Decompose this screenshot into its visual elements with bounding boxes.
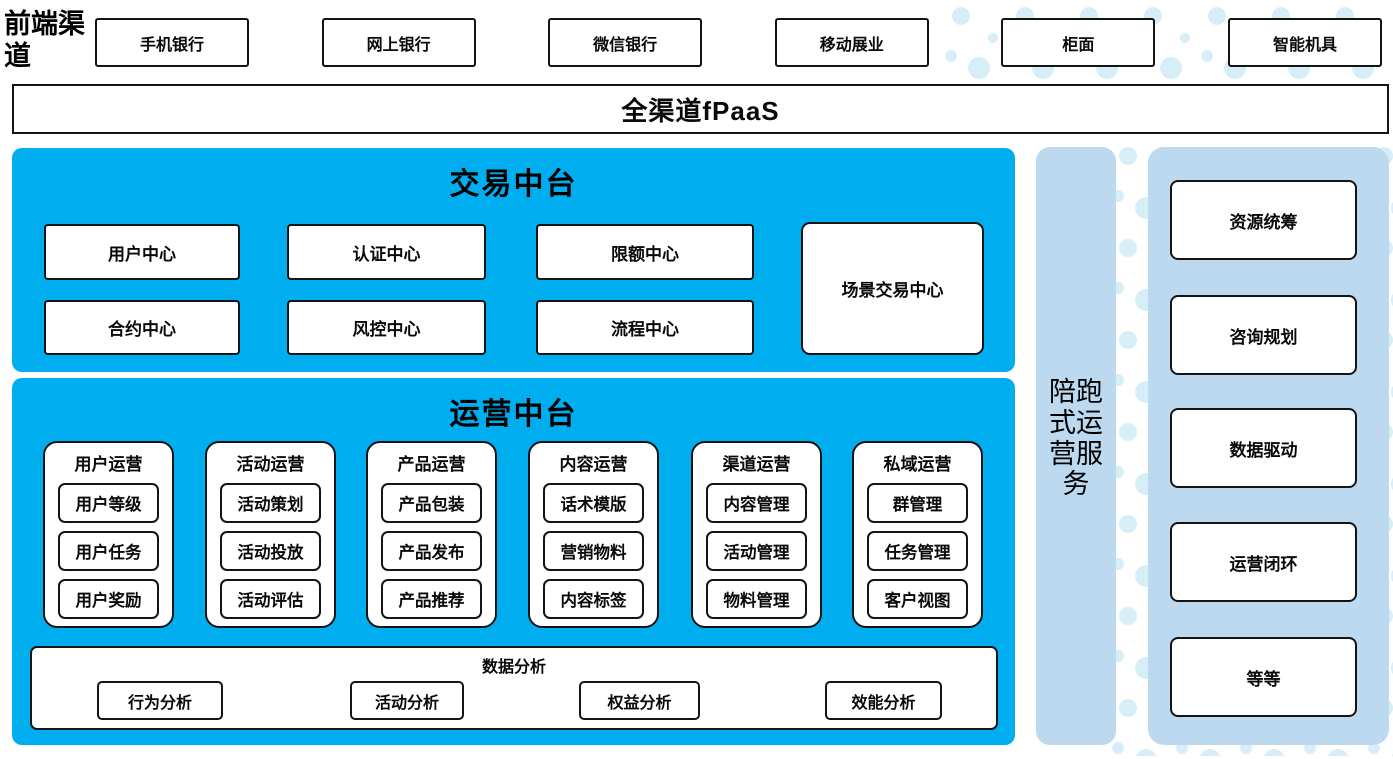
- center-box-limit: 限额中心: [536, 224, 754, 280]
- ops-group-title: 内容运营: [559, 455, 628, 474]
- trade-platform-title: 交易中台: [449, 168, 578, 201]
- ops-group-title: 活动运营: [236, 455, 305, 474]
- center-box-auth: 认证中心: [287, 224, 486, 280]
- fpaas-bar: 全渠道fPaaS: [12, 84, 1389, 134]
- center-box-risk: 风控中心: [287, 300, 486, 355]
- side-service-column: 陪跑式运营服务: [1036, 147, 1116, 745]
- right-service-panel: 资源统筹 咨询规划 数据驱动 运营闭环 等等: [1148, 147, 1389, 745]
- channel-box-wechat-banking: 微信银行: [548, 18, 703, 67]
- ops-group-channel: 渠道运营 内容管理 活动管理 物料管理: [691, 441, 822, 628]
- ops-group-content: 内容运营 话术模版 营销物料 内容标签: [528, 441, 659, 628]
- channel-box-online-banking: 网上银行: [321, 18, 476, 67]
- frontend-channels-label: 前端渠道: [4, 9, 85, 72]
- ops-group-title: 私域运营: [883, 455, 952, 474]
- service-box-etc: 等等: [1170, 637, 1357, 717]
- ops-item: 用户任务: [58, 531, 159, 571]
- analysis-box-behavior: 行为分析: [97, 681, 223, 720]
- ops-item: 话术模版: [543, 483, 644, 523]
- center-box-contract: 合约中心: [44, 300, 240, 355]
- analysis-box-activity: 活动分析: [350, 681, 464, 720]
- ops-group-user: 用户运营 用户等级 用户任务 用户奖励: [43, 441, 174, 628]
- analysis-box-rights: 权益分析: [579, 681, 700, 720]
- ops-item: 物料管理: [706, 579, 807, 619]
- ops-item: 用户等级: [58, 483, 159, 523]
- channel-box-mobile-marketing: 移动展业: [774, 18, 929, 67]
- ops-item: 产品推荐: [381, 579, 482, 619]
- ops-item: 营销物料: [543, 531, 644, 571]
- ops-item: 内容管理: [706, 483, 807, 523]
- ops-group-title: 用户运营: [74, 455, 143, 474]
- channel-box-smart-machine: 智能机具: [1227, 18, 1382, 67]
- ops-group-activity: 活动运营 活动策划 活动投放 活动评估: [205, 441, 336, 628]
- data-analysis-panel: 数据分析 行为分析 活动分析 权益分析 效能分析: [30, 646, 998, 730]
- trade-platform-section: 交易中台 用户中心 认证中心 限额中心 合约中心 风控中心 流程中心 场景交易中…: [12, 148, 1015, 372]
- service-box-closed-loop: 运营闭环: [1170, 522, 1357, 602]
- channel-box-counter: 柜面: [1001, 18, 1156, 67]
- side-service-label: 陪跑式运营服务: [1049, 377, 1103, 500]
- ops-item: 活动投放: [220, 531, 321, 571]
- center-box-scene-trade: 场景交易中心: [801, 222, 984, 355]
- service-box-resource: 资源统筹: [1170, 180, 1357, 260]
- ops-item: 活动策划: [220, 483, 321, 523]
- ops-item: 用户奖励: [58, 579, 159, 619]
- ops-item: 活动评估: [220, 579, 321, 619]
- channel-row: 手机银行 网上银行 微信银行 移动展业 柜面 智能机具: [95, 18, 1382, 67]
- ops-item: 群管理: [867, 483, 968, 523]
- ops-item: 产品包装: [381, 483, 482, 523]
- ops-group-title: 渠道运营: [722, 455, 791, 474]
- ops-group-private: 私域运营 群管理 任务管理 客户视图: [852, 441, 983, 628]
- channel-box-mobile-banking: 手机银行: [95, 18, 249, 67]
- data-analysis-title: 数据分析: [481, 659, 546, 676]
- ops-item: 任务管理: [867, 531, 968, 571]
- operation-platform-title: 运营中台: [449, 398, 578, 431]
- ops-group-product: 产品运营 产品包装 产品发布 产品推荐: [366, 441, 497, 628]
- center-box-user: 用户中心: [44, 224, 240, 280]
- analysis-box-efficiency: 效能分析: [825, 681, 942, 720]
- operation-platform-section: 运营中台 用户运营 用户等级 用户任务 用户奖励 活动运营 活动策划 活动投放 …: [12, 378, 1015, 745]
- ops-item: 活动管理: [706, 531, 807, 571]
- center-box-process: 流程中心: [536, 300, 754, 355]
- ops-item: 产品发布: [381, 531, 482, 571]
- ops-item: 客户视图: [867, 579, 968, 619]
- ops-group-title: 产品运营: [397, 455, 466, 474]
- ops-item: 内容标签: [543, 579, 644, 619]
- service-box-consulting: 咨询规划: [1170, 295, 1357, 375]
- service-box-data-driven: 数据驱动: [1170, 408, 1357, 488]
